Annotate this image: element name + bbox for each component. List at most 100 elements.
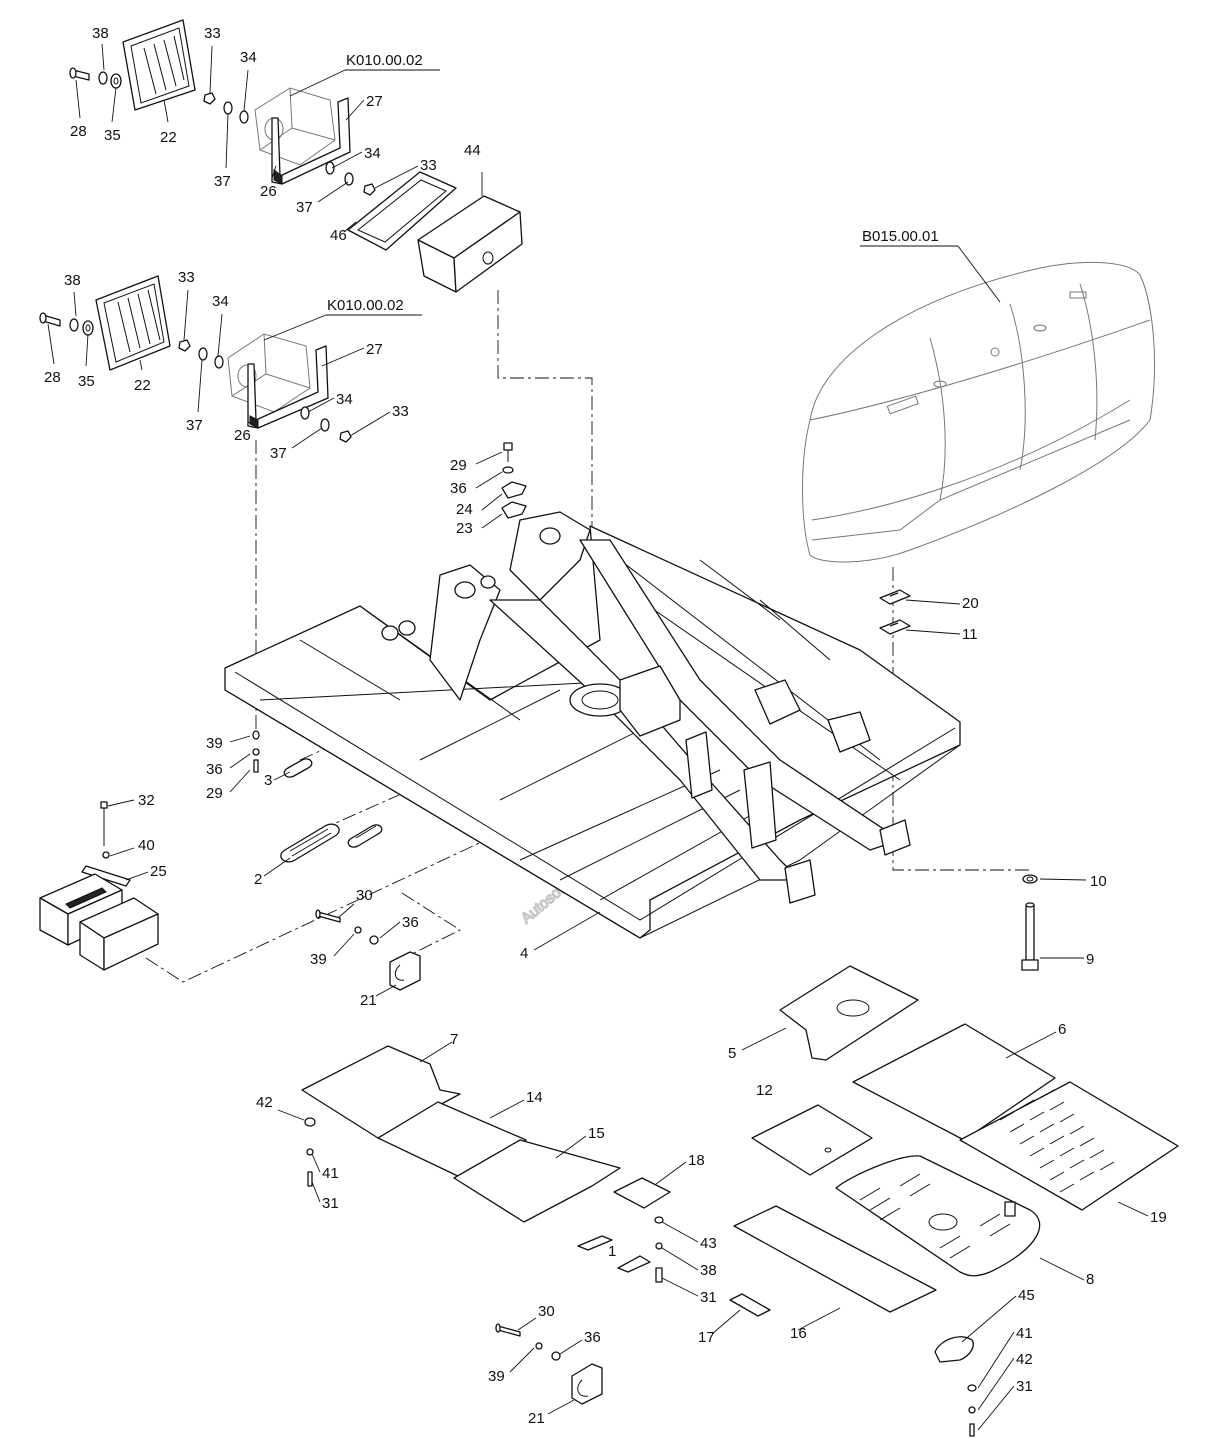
callout-45: 45 (1018, 1287, 1035, 1304)
leader-line-14 (489, 1099, 525, 1119)
hardware-29-36-24-23-top (501, 442, 527, 519)
leader-line-41 (311, 1153, 321, 1173)
leader-line-36 (229, 753, 251, 769)
callout-42: 42 (256, 1094, 273, 1111)
callout-2: 2 (254, 871, 262, 888)
callout-40: 40 (138, 837, 155, 854)
callout-23: 23 (456, 520, 473, 537)
callout-22: 22 (160, 129, 177, 146)
middle-bracket-assembly (39, 275, 352, 443)
callout-39: 39 (310, 951, 327, 968)
leader-line-27 (345, 99, 365, 121)
leader-line-31 (661, 1277, 699, 1297)
leader-line-27 (321, 347, 365, 367)
hardware-lower-top (325, 161, 376, 196)
leader-line-28 (47, 323, 55, 365)
callout-38: 38 (92, 25, 109, 42)
callout-24: 24 (456, 501, 473, 518)
leader-line-25 (125, 871, 149, 881)
callout-44: 44 (464, 142, 481, 159)
callout-18: 18 (688, 1152, 705, 1169)
plate-19 (959, 1081, 1179, 1211)
leader-line-36 (475, 471, 503, 489)
upper-bracket-assembly (69, 19, 523, 293)
leader-line-36 (379, 921, 401, 939)
leader-line-32 (107, 799, 135, 807)
pad-1a (577, 1235, 613, 1251)
leader-line-30 (517, 1317, 537, 1331)
leader-line-30 (337, 903, 355, 919)
leader-line-26 (271, 165, 277, 179)
battery-assembly (39, 801, 159, 971)
callout-34: 34 (212, 293, 229, 310)
callout-38: 38 (700, 1262, 717, 1279)
bracket-27-mid (247, 345, 329, 429)
housing-k010-mid (227, 333, 311, 413)
callout-leaders (47, 43, 1149, 1431)
clamp-21-mid (315, 909, 421, 991)
callout-17: 17 (698, 1329, 715, 1346)
callout-16: 16 (790, 1325, 807, 1342)
callout-41: 41 (322, 1165, 339, 1182)
callout-29: 29 (206, 785, 223, 802)
leader-line-24 (481, 493, 503, 511)
leader-line-3 (273, 771, 291, 781)
leader-line-42 (277, 1109, 305, 1121)
counterweight-b015 (802, 261, 1156, 563)
screw-28-mid (39, 312, 94, 336)
callout-37: 37 (270, 445, 287, 462)
leader-line-34 (243, 69, 249, 112)
leader-line-37 (291, 427, 323, 449)
leader-line-43 (661, 1221, 699, 1243)
callout-34: 34 (364, 145, 381, 162)
leader-line-5 (741, 1027, 787, 1051)
bracket-27-top (271, 97, 351, 185)
leader-line-34 (307, 397, 335, 413)
callout-15: 15 (588, 1125, 605, 1142)
grille-22-mid (95, 275, 171, 371)
leader-line-20 (905, 599, 961, 605)
callout-34: 34 (240, 49, 257, 66)
leader-line-8 (1039, 1257, 1085, 1281)
plate-18 (613, 1177, 671, 1209)
leader-line-39 (509, 1347, 535, 1373)
assembly-lines (145, 290, 1030, 983)
leader-line-35 (111, 87, 117, 123)
callout-4: 4 (520, 945, 528, 962)
leader-line-31 (977, 1385, 1015, 1431)
plate-6 (852, 1023, 1056, 1141)
leader-line-41 (977, 1331, 1015, 1389)
leader-line-4 (533, 911, 601, 951)
callout-19: 19 (1150, 1209, 1167, 1226)
callout-29: 29 (450, 457, 467, 474)
callout-35: 35 (78, 373, 95, 390)
seals-2-3 (280, 758, 383, 863)
clamp-21-bottom (495, 1323, 603, 1405)
callout-33: 33 (204, 25, 221, 42)
leader-line-6 (1005, 1031, 1057, 1059)
callout-7: 7 (450, 1031, 458, 1048)
leader-line-26 (247, 421, 253, 425)
leader-line-29 (475, 451, 503, 465)
callout-31: 31 (322, 1195, 339, 1212)
leader-line-46 (343, 221, 357, 233)
leader-line-2 (263, 857, 291, 877)
leader-line-7 (419, 1041, 453, 1063)
plate-16 (733, 1205, 937, 1313)
main-frame-4 (224, 511, 961, 939)
leader-line-28 (75, 79, 81, 119)
leader-line-21 (375, 984, 397, 997)
block-44 (417, 195, 523, 293)
leader-line-39 (333, 933, 355, 957)
leader-line-11 (905, 629, 961, 635)
callout-10: 10 (1090, 873, 1107, 890)
screw-28-top (69, 67, 122, 89)
leader-line-37 (317, 181, 349, 203)
callout-33: 33 (420, 157, 437, 174)
leader-line-21 (547, 1399, 575, 1415)
callout-21: 21 (528, 1410, 545, 1427)
leader-line-34 (331, 151, 363, 169)
callout-28: 28 (44, 369, 61, 386)
